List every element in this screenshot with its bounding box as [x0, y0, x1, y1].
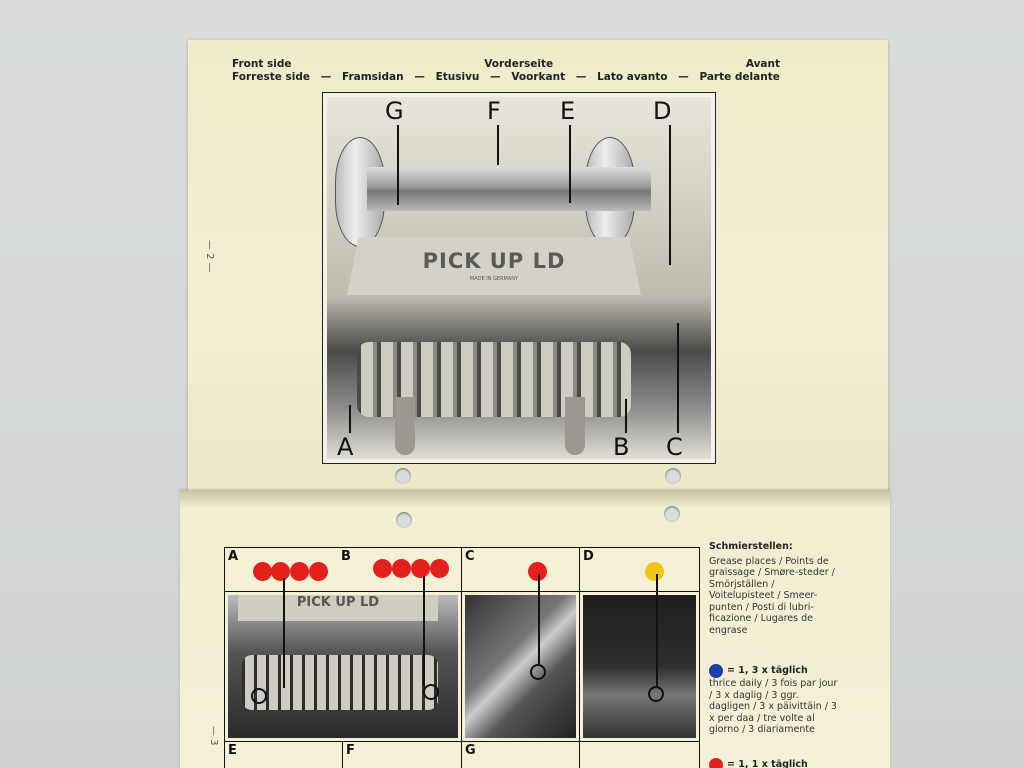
thumb-panel-text: PICK UP LD: [238, 595, 438, 621]
legend-item-text: thrice daily / 3 fois par jour / 3 x dag…: [709, 678, 838, 735]
page-number: — 2 —: [204, 240, 215, 273]
header-dash: —: [575, 71, 587, 83]
header-front-side: Front side: [232, 58, 292, 70]
grease-point-ring-icon: [530, 664, 546, 680]
header-dash: —: [320, 71, 332, 83]
binder-hole: [665, 468, 681, 484]
cell-d-photo: [580, 574, 699, 742]
cell-d-header: D: [580, 548, 699, 592]
arrow-e-icon: [569, 125, 571, 203]
cell-label-g: G: [465, 743, 476, 758]
header-lang-es: Parte delante: [699, 71, 780, 83]
header-dash: —: [414, 71, 425, 83]
pickup-panel: PICK UP LD MADE IN GERMANY: [347, 237, 641, 295]
cell-label-d: D: [583, 549, 594, 564]
cell-c-header: C: [462, 548, 580, 592]
red-dot-icon: [373, 559, 392, 578]
leader-line: [423, 576, 425, 686]
arrow-d-icon: [669, 125, 671, 265]
legend-item-blue: = 1, 3 x täglich thrice daily / 3 fois p…: [709, 664, 839, 736]
legend-item-head: = 1, 1 x täglich: [709, 757, 839, 768]
arrow-f-icon: [497, 125, 499, 165]
grease-point-grid: A B C D PICK UP LD: [224, 547, 700, 768]
yellow-dot-icon: [645, 562, 664, 581]
header-lang-it: Lato avanto: [597, 71, 668, 83]
header-lang-fi: Etusivu: [435, 71, 480, 83]
panel-brand-text: PICK UP LD: [422, 249, 566, 273]
arrow-c-icon: [677, 323, 679, 433]
red-dot-icon: [392, 559, 411, 578]
callout-label-g: G: [385, 97, 404, 125]
header-lang-sv: Framsidan: [341, 71, 404, 83]
c-thumbnail: [465, 595, 576, 738]
cell-a-b-header: A B: [225, 548, 462, 592]
cell-label-f: F: [346, 743, 355, 758]
legend-item-label: = 1, 3 x täglich: [727, 665, 808, 677]
photo-background: PICK UP LD MADE IN GERMANY: [327, 97, 711, 459]
leader-line: [656, 574, 658, 686]
cell-label-a: A: [228, 549, 239, 564]
leader-line: [283, 578, 285, 688]
right-skid: [565, 397, 585, 455]
binder-hole: [395, 468, 411, 484]
panel-made-in: MADE IN GERMANY: [469, 276, 519, 282]
booklet-fold-shadow: [180, 490, 890, 508]
red-dot-icon: [709, 757, 723, 768]
left-skid: [395, 397, 415, 455]
cell-e-header: E: [225, 742, 343, 768]
legend-title: Schmierstellen:: [709, 541, 793, 552]
callout-label-d: D: [653, 97, 672, 125]
legend-item-head: = 1, 3 x täglich: [709, 664, 839, 678]
page-header-row1: Front side Vorderseite Avant: [232, 58, 780, 70]
red-dot-icon: [528, 562, 547, 581]
header-lang-no: Forreste side: [232, 71, 310, 83]
d-thumbnail: [583, 595, 696, 738]
legend-item-red: = 1, 1 x täglich: [709, 757, 839, 768]
binder-hole: [396, 512, 412, 528]
callout-label-b: B: [613, 433, 630, 461]
pickup-thumbnail: PICK UP LD: [228, 595, 458, 738]
red-dot-icon: [430, 559, 449, 578]
legend-item-label: = 1, 1 x täglich: [727, 758, 808, 768]
callout-label-f: F: [487, 97, 501, 125]
binder-hole: [664, 506, 680, 522]
red-dot-icon: [253, 562, 272, 581]
page-header-row2: Forreste side — Framsidan — Etusivu — Vo…: [232, 71, 780, 83]
grease-point-ring-icon: [251, 688, 267, 704]
callout-label-a: A: [337, 433, 354, 461]
thumb-tines: [242, 655, 438, 710]
shaft: [367, 167, 651, 211]
callout-label-c: C: [666, 433, 683, 461]
leader-line: [538, 574, 540, 664]
blue-dot-icon: [709, 664, 723, 678]
header-avant: Avant: [745, 58, 780, 70]
cell-g-header: G: [462, 742, 580, 768]
red-dot-icon: [290, 562, 309, 581]
arrow-a-icon: [349, 405, 351, 433]
header-dash: —: [490, 71, 501, 83]
page-number: — 3: [208, 726, 219, 746]
header-lang-nl: Voorkant: [511, 71, 566, 83]
cell-label-b: B: [341, 549, 351, 564]
grease-point-ring-icon: [423, 684, 439, 700]
manual-page-grease-points: — 3 A B C D PICK UP LD: [180, 490, 890, 768]
grease-legend: Schmierstellen: Grease places / Points d…: [709, 541, 839, 768]
legend-subtitle: Grease places / Points de graissage / Sm…: [709, 555, 835, 636]
header-vorderseite: Vorderseite: [484, 58, 554, 70]
cell-f-header: F: [343, 742, 462, 768]
cell-label-c: C: [465, 549, 475, 564]
manual-page-front-side: Front side Vorderseite Avant Forreste si…: [188, 40, 888, 500]
red-dot-icon: [309, 562, 328, 581]
red-dot-icon: [271, 562, 290, 581]
cell-a-b-photo: PICK UP LD: [225, 576, 462, 742]
arrow-g-icon: [397, 125, 399, 205]
callout-label-e: E: [560, 97, 576, 125]
arrow-b-icon: [625, 399, 627, 433]
red-dot-icon: [411, 559, 430, 578]
pickup-machine-photo: PICK UP LD MADE IN GERMANY G F E D A B C: [322, 92, 716, 464]
grease-point-ring-icon: [648, 686, 664, 702]
cell-c-photo: [462, 574, 580, 742]
cell-label-e: E: [228, 743, 237, 758]
header-dash: —: [678, 71, 689, 83]
